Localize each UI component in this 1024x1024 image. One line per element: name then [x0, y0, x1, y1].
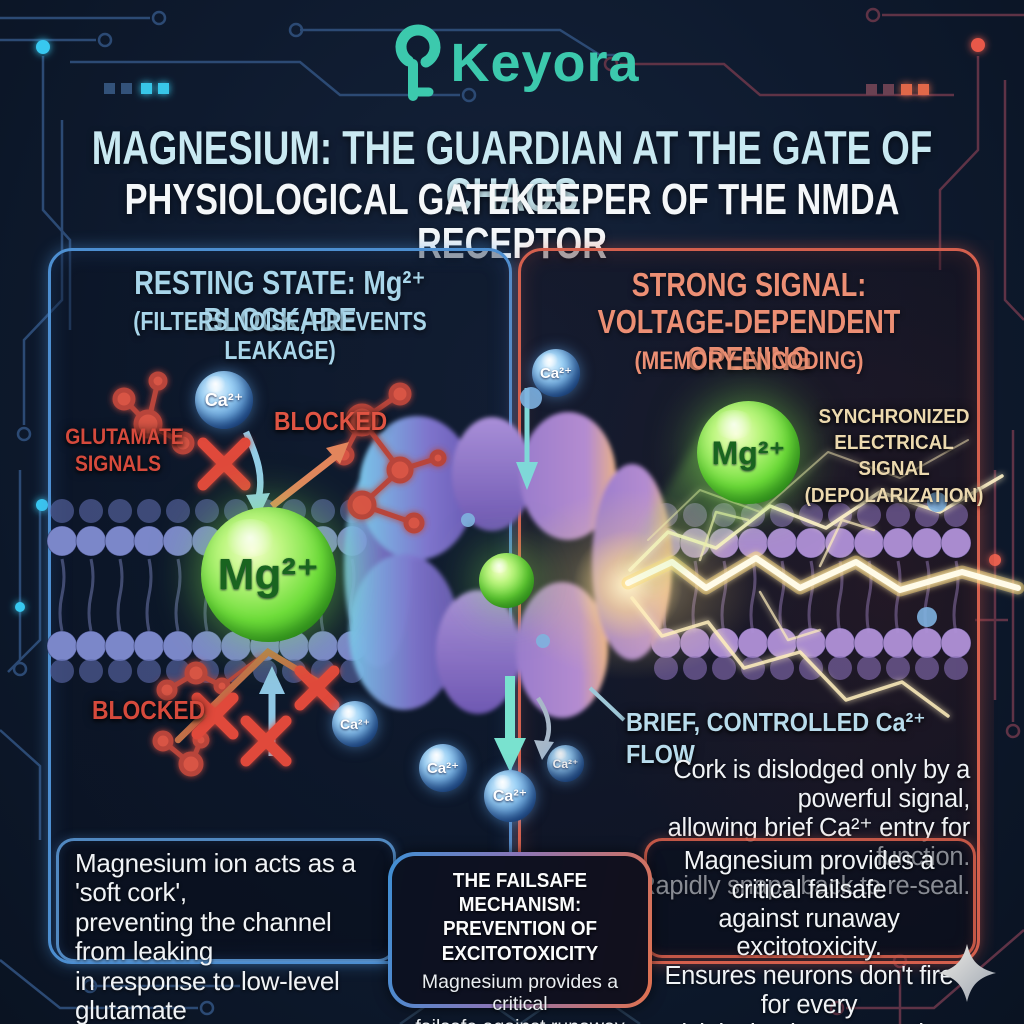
glutamate-molecules: [112, 371, 447, 777]
ca-ion: Ca²⁺: [195, 371, 253, 429]
failsafe-box-body: Magnesium provides a critical failsafe a…: [415, 970, 624, 1024]
resting-summary-box: Magnesium ion acts as a 'soft cork', pre…: [56, 838, 396, 1024]
arrowhead: [259, 666, 285, 694]
failsafe-mechanism-box: THE FAILSAFE MECHANISM: PREVENTION OF EX…: [388, 852, 652, 1024]
mg-ion-in-channel: [479, 553, 534, 608]
brand-name: Keyora: [450, 33, 640, 93]
pixel-dots-left: [104, 83, 169, 94]
resting-panel-subtitle: (FILTERS NOISE, PREVENTS LEAKAGE): [133, 306, 427, 366]
synchronized-signal-label: SYNCHRONIZED ELECTRICAL SIGNAL (DEPOLARI…: [804, 405, 984, 507]
glutamate-molecule: [152, 730, 210, 777]
blocked-label-bottom: BLOCKED: [92, 695, 206, 725]
ca-ion: Ca²⁺: [332, 701, 378, 747]
key-icon: [395, 24, 441, 101]
pixel-dots-right: [866, 84, 929, 95]
x-icon: [294, 665, 340, 711]
blocked-label-top: BLOCKED: [274, 406, 388, 436]
blocked-bounce-arrow: [269, 453, 339, 509]
glutamate-signals-label: GLUTAMATE SIGNALS: [65, 424, 184, 476]
strong-panel-title: STRONG SIGNAL: VOLTAGE-DEPENDENT OPENING: [597, 266, 901, 377]
ca-ion: Ca²⁺: [419, 744, 467, 792]
mg-ion-blocking: Mg²⁺: [201, 507, 336, 642]
x-icon: [240, 715, 292, 767]
brand-logo: Keyora: [0, 22, 1024, 104]
glutamate-molecule: [156, 653, 265, 701]
arrowhead: [326, 442, 349, 464]
mg-ion-ejected: Mg²⁺: [697, 401, 800, 504]
arrowhead: [534, 740, 554, 760]
x-icon: [197, 437, 251, 491]
arrowhead: [246, 493, 270, 518]
glutamate-molecule: [333, 382, 447, 534]
failsafe-summary-text: Magnesium provides a critical failsafe a…: [664, 847, 954, 1024]
main-subtitle: PHYSIOLOGICAL GATEKEEPER OF THE NMDA REC…: [124, 175, 900, 268]
brief-flow-pointer-line: [588, 686, 626, 722]
main-title: MAGNESIUM: THE GUARDIAN AT THE GATE OF C…: [91, 121, 933, 221]
strong-panel-subtitle: (MEMORY ENCODING): [634, 347, 864, 375]
brief-flow-label: BRIEF, CONTROLLED Ca²⁺ FLOW: [626, 707, 926, 769]
ca-ion: Ca²⁺: [547, 745, 584, 782]
failsafe-summary-box: Magnesium provides a critical failsafe a…: [644, 838, 976, 1024]
ca-ion: Ca²⁺: [532, 349, 580, 397]
arrowhead: [516, 462, 538, 490]
resting-summary-text: Magnesium ion acts as a 'soft cork', pre…: [75, 848, 356, 1024]
resting-panel-title: RESTING STATE: Mg²⁺ BLOCKADE: [134, 264, 426, 338]
ca-ion: Ca²⁺: [484, 770, 536, 822]
x-icon: [191, 692, 239, 740]
failsafe-box-title: THE FAILSAFE MECHANISM: PREVENTION OF EX…: [441, 869, 599, 965]
blocked-x-icons: [191, 437, 340, 767]
circuit-nodes-glowing: [15, 38, 1001, 612]
glutamate-molecule: [112, 371, 195, 455]
arrowhead: [494, 738, 526, 772]
sparkle-star-icon: [938, 944, 996, 1002]
small-ions: [461, 387, 947, 648]
